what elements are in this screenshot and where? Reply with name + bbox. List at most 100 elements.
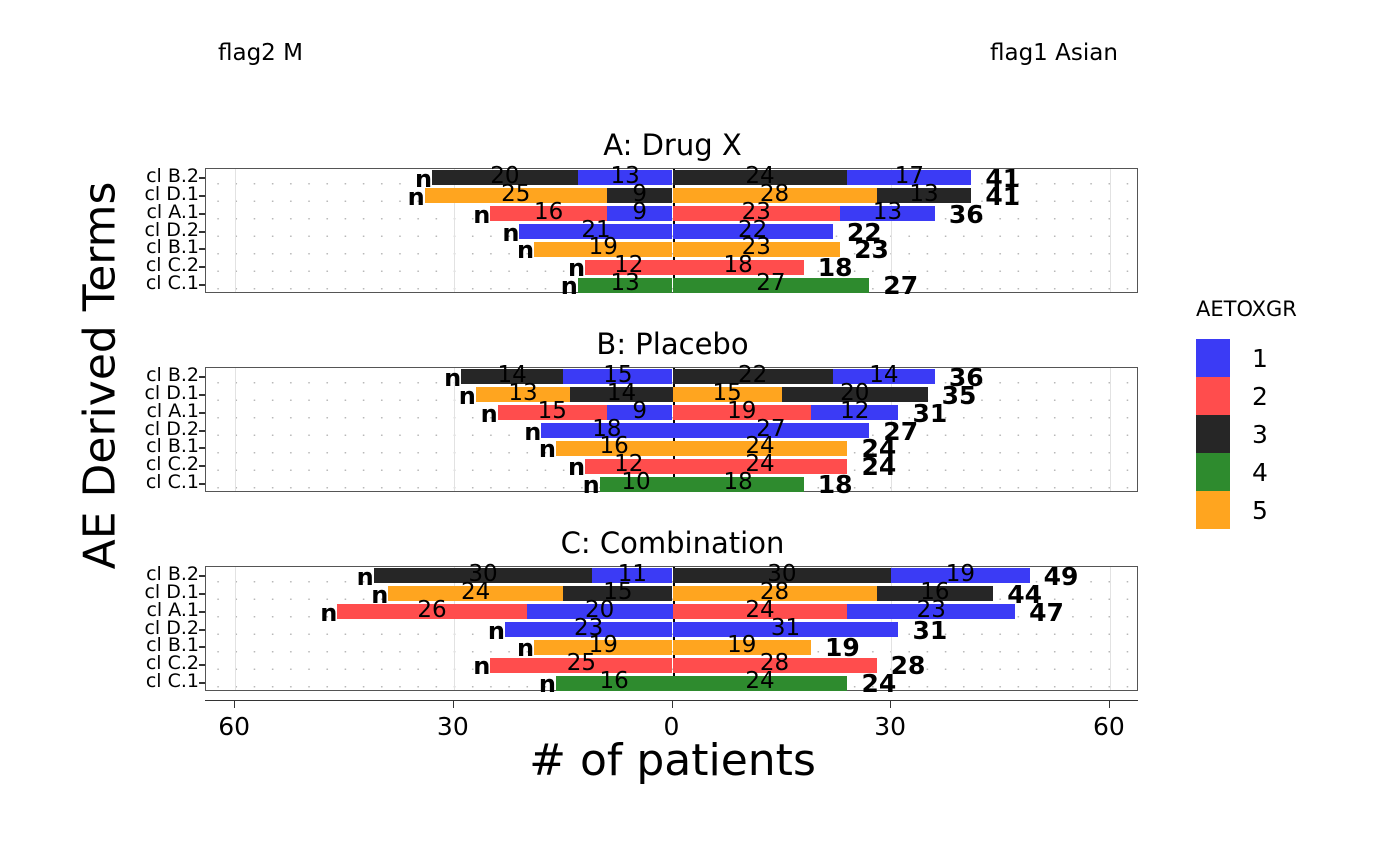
y-tick-mark <box>199 411 205 414</box>
row-total-label: 28 <box>890 651 926 681</box>
legend-item[interactable]: 3 <box>1196 415 1297 453</box>
bar-segment <box>672 458 848 474</box>
y-tick-label: cl B.2 <box>146 164 199 187</box>
row-total-label: 36 <box>948 199 984 229</box>
legend-item-label: 1 <box>1252 343 1268 373</box>
y-tick-label: cl A.1 <box>146 399 199 422</box>
segment-value-label: 31 <box>770 614 801 641</box>
y-tick-label: cl D.1 <box>144 381 199 404</box>
y-tick-label: cl C.2 <box>145 453 199 476</box>
n-marker: n <box>371 580 389 609</box>
bar-segment <box>461 369 564 385</box>
legend-item-label: 4 <box>1252 457 1268 487</box>
y-tick-label: cl D.2 <box>144 616 199 639</box>
bar-segment <box>606 188 673 204</box>
bar-segment <box>519 224 673 239</box>
legend-item[interactable]: 1 <box>1196 339 1297 377</box>
gridline <box>891 169 893 292</box>
n-marker: n <box>568 453 586 482</box>
y-tick-label: cl C.2 <box>145 254 199 277</box>
bar-segment <box>847 604 1016 620</box>
legend-item-label: 2 <box>1252 381 1268 411</box>
x-tick-label: 60 <box>1092 712 1125 741</box>
y-tick-label: cl D.2 <box>144 417 199 440</box>
segment-value-label: 16 <box>533 198 564 225</box>
x-tick-label: 30 <box>436 712 469 741</box>
bar-segment <box>606 405 673 421</box>
segment-value-label: 25 <box>501 180 531 207</box>
legend-item[interactable]: 4 <box>1196 453 1297 491</box>
row-total-label: 24 <box>861 452 897 482</box>
gridline <box>1109 567 1111 690</box>
gridline <box>453 567 455 690</box>
x-axis-title: # of patients <box>529 735 816 786</box>
bar-segment <box>555 675 673 691</box>
segment-value-label: 16 <box>920 578 950 605</box>
gridline <box>453 368 455 491</box>
y-tick-mark <box>199 393 205 396</box>
row-total-label: 44 <box>1007 579 1043 609</box>
legend-item-label: 5 <box>1252 495 1268 525</box>
row-total-label: 31 <box>912 398 948 428</box>
bar-segment <box>672 170 848 186</box>
y-tick-mark <box>199 194 205 197</box>
legend-item[interactable]: 2 <box>1196 377 1297 415</box>
x-tick-mark <box>890 700 892 708</box>
row-total-label: 47 <box>1029 597 1064 627</box>
y-tick-mark <box>199 230 205 233</box>
row-total-label: 36 <box>948 362 984 392</box>
y-tick-mark <box>199 465 205 468</box>
bar-segment <box>891 568 1030 584</box>
segment-value-label: 15 <box>537 397 567 424</box>
segment-value-label: 20 <box>490 162 520 189</box>
y-tick-mark <box>199 628 205 631</box>
gridline <box>891 368 893 491</box>
row-total-label: 18 <box>817 470 853 500</box>
bar-segment <box>497 405 607 421</box>
n-marker: n <box>568 254 586 283</box>
y-tick-label: cl B.2 <box>146 363 199 386</box>
panel-title: A: Drug X <box>603 128 742 162</box>
bar-segment <box>585 259 673 275</box>
bar-segment <box>592 568 673 584</box>
segment-value-label: 12 <box>840 397 870 424</box>
n-marker: n <box>582 471 600 500</box>
segment-value-label: 18 <box>723 469 753 496</box>
bar-segment <box>504 622 673 637</box>
bar-segment <box>672 224 833 239</box>
segment-value-label: 28 <box>759 650 790 677</box>
x-tick-label: 0 <box>663 712 680 741</box>
gridline <box>235 368 237 491</box>
legend-title: AETOXGR <box>1196 297 1297 321</box>
legend-item[interactable]: 5 <box>1196 491 1297 529</box>
y-tick-label: cl D.2 <box>144 218 199 241</box>
panel-title: B: Placebo <box>596 327 749 361</box>
legend-color-swatch <box>1196 377 1230 415</box>
row-total-label: 41 <box>985 181 1021 211</box>
y-tick-label: cl B.2 <box>146 562 199 585</box>
segment-value-label: 18 <box>723 252 753 279</box>
bar-segment <box>388 586 564 602</box>
bar-segment <box>541 423 673 438</box>
bar-segment <box>672 440 848 456</box>
segment-value-label: 19 <box>945 560 976 587</box>
segment-value-label: 23 <box>741 234 771 261</box>
bar-segment <box>672 568 892 584</box>
bar-segment <box>672 277 870 293</box>
segment-value-label: 20 <box>584 596 615 623</box>
y-tick-label: cl A.1 <box>146 200 199 223</box>
bar-segment <box>563 369 673 385</box>
n-marker: n <box>487 616 505 645</box>
bar-segment <box>606 206 673 222</box>
y-tick-mark <box>199 610 205 613</box>
bar-segment <box>672 675 848 691</box>
bar-segment <box>672 476 804 492</box>
gridline <box>235 567 237 690</box>
segment-value-label: 16 <box>599 668 629 695</box>
bar-segment <box>563 586 673 602</box>
gridline <box>453 169 455 292</box>
bar-segment <box>577 170 673 186</box>
